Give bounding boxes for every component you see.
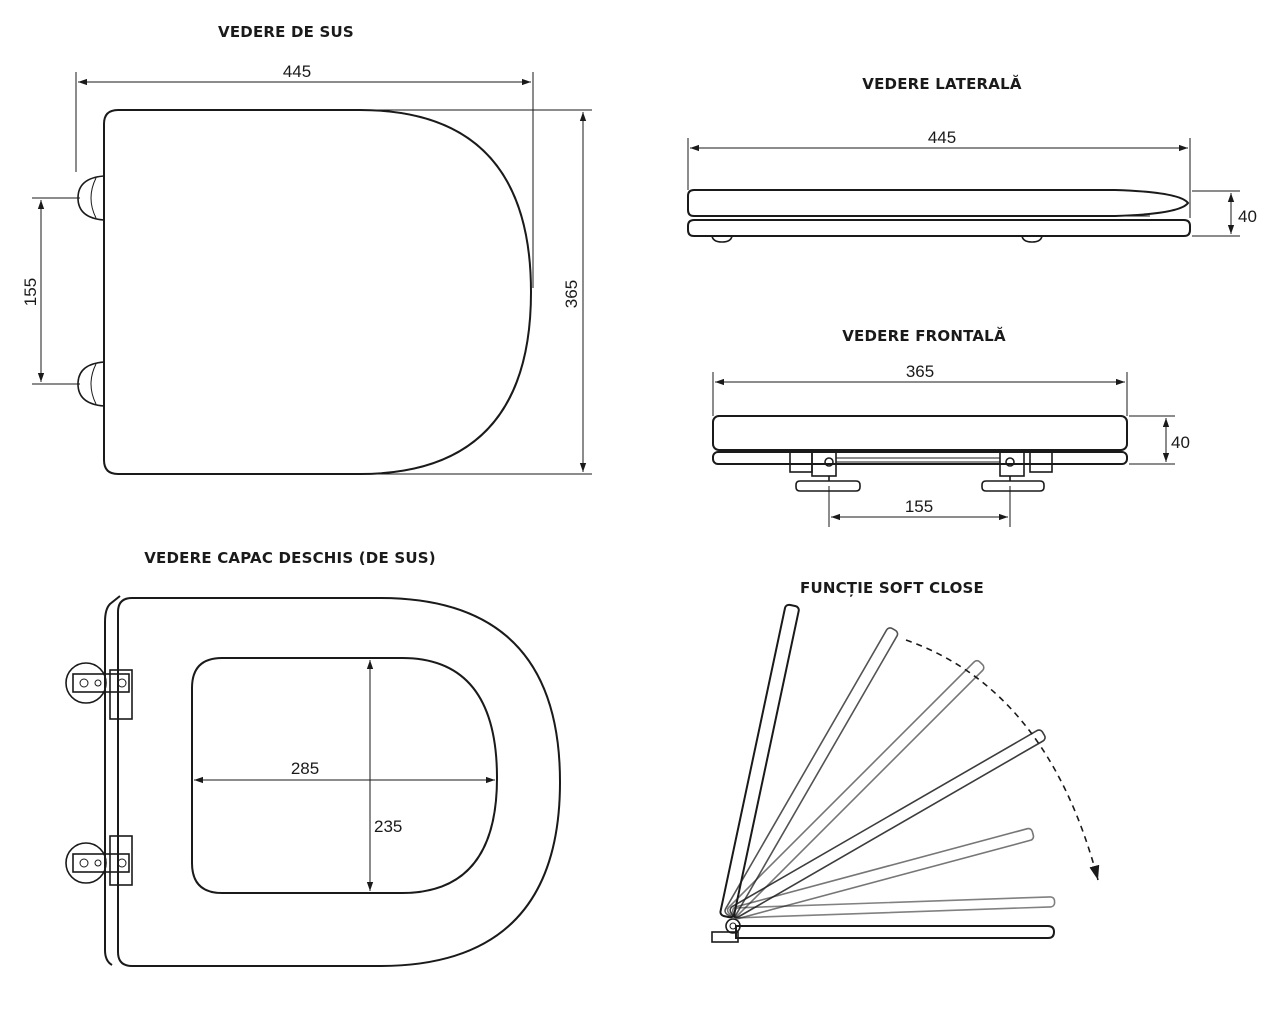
top-hinge-dim: 155: [21, 278, 40, 306]
lid-side: [687, 189, 1190, 217]
seat-opening: [191, 657, 499, 894]
side-view-title: VEDERE LATERALĂ: [862, 75, 1022, 93]
side-width-dim: 445: [928, 128, 956, 147]
seat-front: [712, 451, 1128, 465]
seat-side: [687, 219, 1191, 237]
lid-position-45: [726, 659, 985, 918]
soft-close-title: FUNCȚIE SOFT CLOSE: [800, 579, 984, 597]
top-height-dim: 365: [562, 280, 581, 308]
open-view-title: VEDERE CAPAC DESCHIS (DE SUS): [144, 549, 436, 567]
lid-open: [719, 603, 800, 919]
seat-ring-outline: [117, 597, 562, 967]
front-view: 365 40 155: [712, 362, 1190, 527]
open-view: 285 235: [65, 595, 562, 967]
bumper-left: [711, 235, 733, 243]
hinge-open-lower: [65, 835, 133, 886]
front-view-title: VEDERE FRONTALĂ: [842, 327, 1006, 345]
bumper-right: [1021, 235, 1043, 243]
front-width-dim: 365: [906, 362, 934, 381]
top-view: 445 365 155: [21, 62, 592, 475]
seat-closed: [735, 925, 1056, 939]
hinge-front-left: [789, 449, 861, 492]
hinge-front-right: [981, 449, 1053, 492]
seat-outline-top: [103, 109, 533, 475]
opening-length-dim: 285: [291, 759, 319, 778]
lid-back-open: [104, 595, 121, 966]
lid-position-60: [724, 627, 899, 918]
top-width-dim: 445: [283, 62, 311, 81]
hinge-open-upper: [65, 662, 133, 720]
closing-motion-arrow: [905, 639, 1100, 881]
front-thickness-dim: 40: [1171, 433, 1190, 452]
side-view: 445 40: [687, 128, 1257, 243]
hinge-pivot: [725, 918, 741, 934]
opening-width-dim: 235: [374, 817, 402, 836]
lid-position-30: [729, 729, 1046, 919]
soft-close-diagram: [711, 603, 1100, 943]
lid-front: [712, 415, 1128, 451]
front-hinge-dim: 155: [905, 497, 933, 516]
side-thickness-dim: 40: [1238, 207, 1257, 226]
top-view-title: VEDERE DE SUS: [218, 23, 354, 41]
hinge-pivot-base: [711, 931, 739, 943]
